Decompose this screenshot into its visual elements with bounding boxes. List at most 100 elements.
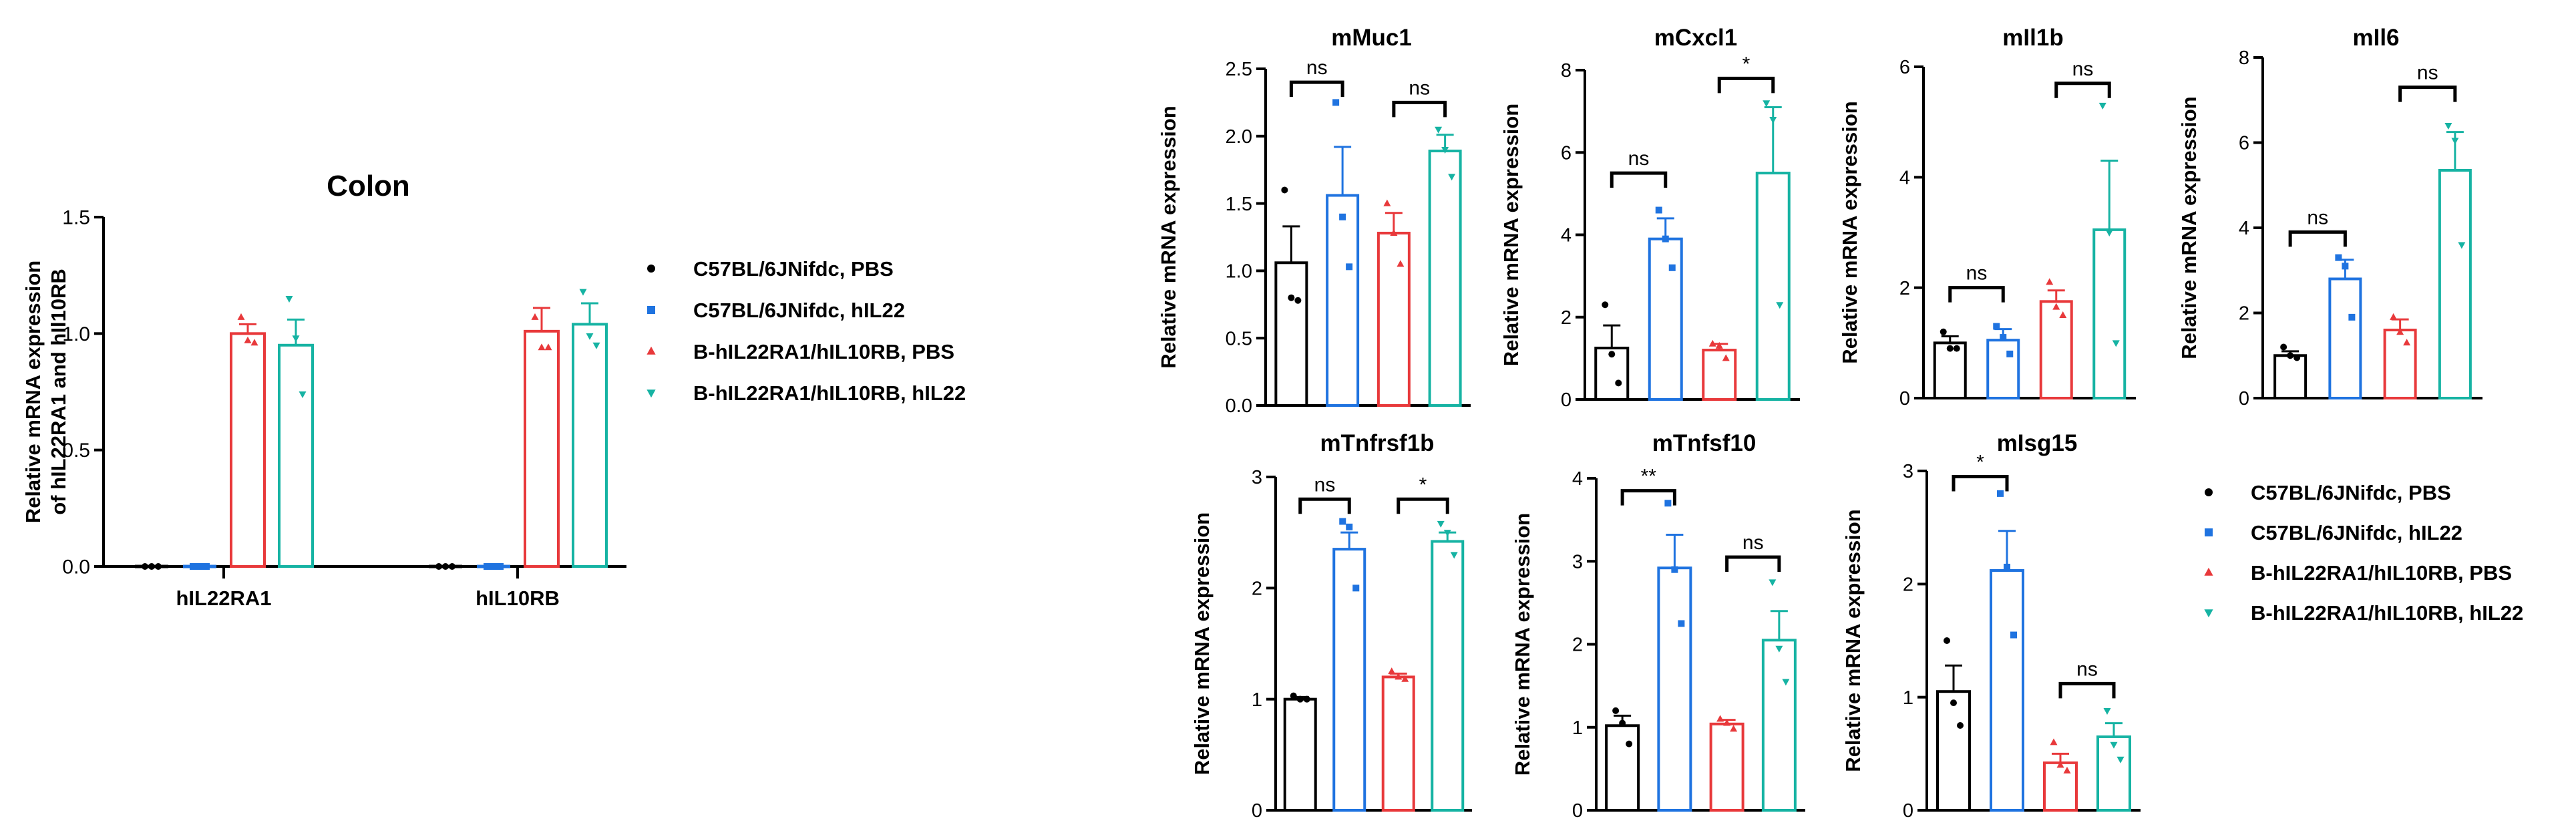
data-point [2396, 328, 2404, 335]
data-point [2348, 313, 2356, 321]
significance-bracket [2054, 81, 2111, 98]
bar [1648, 237, 1683, 401]
y-axis-label: Relative mRNA expression [1841, 509, 1865, 772]
bar [1428, 149, 1462, 407]
legend-label: B-hIL22RA1/hIL10RB, PBS [2251, 561, 2512, 585]
data-point [1671, 566, 1678, 573]
bar [1761, 639, 1797, 812]
data-point [490, 563, 497, 570]
y-tick-label: 1 [1903, 687, 1913, 709]
data-point [1775, 645, 1783, 653]
significance-bracket [1610, 171, 1668, 188]
y-tick-label: 8 [1561, 60, 1572, 81]
bar [1332, 548, 1366, 812]
data-point [1776, 302, 1784, 309]
data-point [1763, 100, 1771, 108]
bar [1283, 697, 1317, 812]
y-axis-label: Relative mRNA expression [1190, 512, 1214, 775]
y-tick-label: 1.5 [62, 207, 90, 229]
y-tick-label: 1 [1252, 689, 1262, 711]
significance-label: ns [1314, 474, 1336, 496]
legend-label: B-hIL22RA1/hIL10RB, hIL22 [693, 381, 966, 405]
data-point [2103, 707, 2111, 715]
bar [1605, 724, 1640, 812]
data-point [1716, 715, 1724, 722]
significance-label: ns [2307, 206, 2328, 228]
bar [1274, 261, 1308, 407]
data-point [190, 563, 196, 570]
y-tick-label: 0.0 [62, 556, 90, 578]
data-point [1339, 213, 1346, 220]
significance-bracket [1620, 489, 1676, 506]
y-tick-label: 2 [2239, 303, 2249, 325]
significance-label: ns [1966, 263, 1988, 285]
y-tick-label: 3 [1903, 461, 1913, 482]
data-point [2390, 313, 2398, 320]
data-point [592, 342, 600, 349]
bar [1702, 349, 1737, 401]
data-point [1303, 695, 1310, 703]
data-point [2287, 352, 2294, 359]
data-point [1615, 379, 1622, 387]
y-tick-label: 1 [1572, 717, 1583, 739]
y-tick-label: 1.0 [1226, 261, 1252, 283]
data-point [1655, 206, 1662, 214]
legend-label: C57BL/6JNifdc, PBS [2251, 481, 2451, 504]
y-tick-label: 2.5 [1226, 59, 1252, 80]
data-point [2205, 488, 2213, 496]
y-axis-label: Relative mRNA expressionof hIL22RA1 and … [21, 261, 70, 523]
data-point [1722, 354, 1730, 361]
y-tick-label: 0 [1903, 800, 1913, 822]
chart-title: mTnfsf10 [1652, 430, 1757, 456]
data-point [1668, 264, 1676, 271]
bar [524, 329, 560, 568]
y-axis-label: Relative mRNA expression [1499, 104, 1523, 366]
bar [230, 332, 266, 568]
data-point [2110, 741, 2118, 749]
bar [572, 323, 608, 568]
y-tick-label: 6 [1899, 57, 1910, 78]
data-point [1296, 695, 1304, 703]
data-point [2006, 350, 2014, 357]
significance-label: ** [1641, 466, 1657, 488]
data-point [647, 306, 655, 314]
significance-label: ns [2076, 658, 2098, 680]
bar [1326, 194, 1360, 407]
data-point [435, 563, 442, 570]
data-point [1290, 692, 1297, 699]
significance-bracket [2058, 681, 2116, 699]
data-point [1397, 260, 1405, 267]
data-point [2010, 631, 2017, 639]
data-point [1388, 667, 1396, 675]
data-point [237, 313, 245, 320]
chart-title: mIl1b [2002, 25, 2063, 51]
data-point [647, 346, 656, 355]
data-point [1383, 199, 1391, 206]
data-point [2444, 123, 2452, 130]
data-point [142, 563, 148, 570]
data-point [2342, 263, 2349, 270]
bar [2273, 354, 2308, 399]
y-axis-label: Relative mRNA expression [2177, 96, 2201, 359]
data-point [2059, 311, 2067, 318]
y-axis-label: Relative mRNA expression [1838, 101, 1861, 363]
data-point [1437, 520, 1445, 528]
data-point [1678, 620, 1685, 627]
y-tick-label: 2.0 [1226, 126, 1252, 148]
data-point [1602, 301, 1609, 309]
data-point [1608, 351, 1616, 358]
legend-label: B-hIL22RA1/hIL10RB, hIL22 [2251, 601, 2523, 625]
legend-label: C57BL/6JNifdc, hIL22 [2251, 521, 2462, 544]
y-tick-label: 4 [1899, 167, 1910, 188]
significance-label: ns [2072, 58, 2094, 80]
data-point [2112, 340, 2120, 347]
significance-bracket [1392, 100, 1447, 118]
data-point [292, 335, 300, 343]
bar [1431, 540, 1465, 812]
